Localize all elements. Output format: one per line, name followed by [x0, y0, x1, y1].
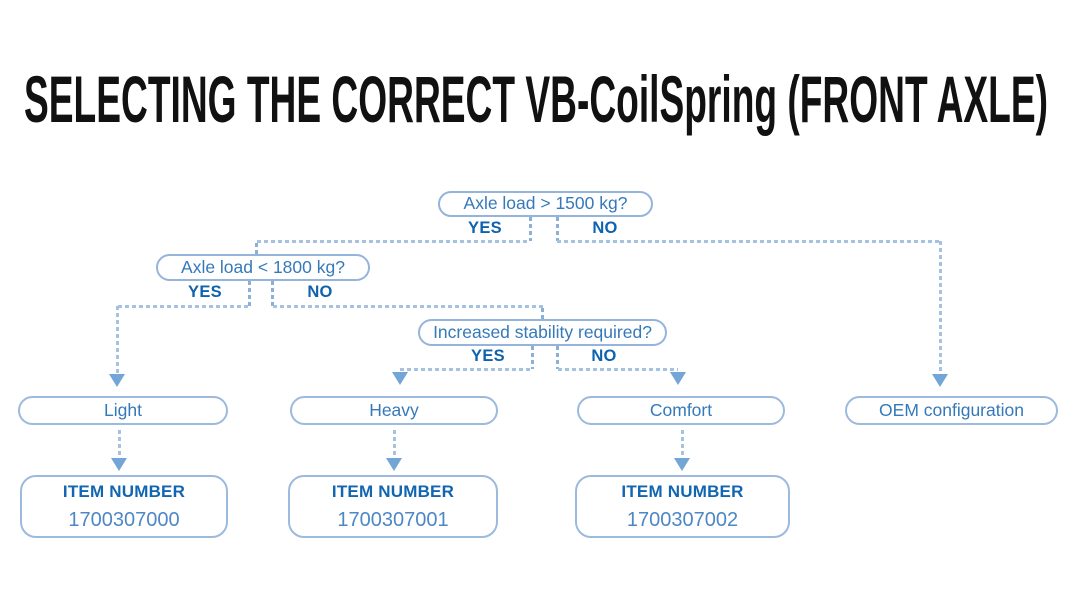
arrowhead-to-heavy	[392, 372, 408, 385]
page-title: SELECTING THE CORRECT VB-CoilSpring (FRO…	[24, 66, 1048, 136]
connector-light-to-item	[118, 430, 121, 460]
connector-d1-no-stub	[556, 217, 559, 241]
item-number-value: 1700307000	[68, 508, 180, 531]
yes-label-decision-1: YES	[468, 219, 502, 237]
item-number-value: 1700307001	[337, 508, 449, 531]
arrowhead-to-comfort	[670, 372, 686, 385]
decision-box-increased-stability: Increased stability required?	[418, 319, 667, 346]
outcome-box-oem-configuration: OEM configuration	[845, 396, 1058, 425]
item-card-light: ITEM NUMBER 1700307000	[20, 475, 228, 538]
outcome-box-heavy: Heavy	[290, 396, 498, 425]
no-label-decision-3: NO	[591, 347, 617, 365]
outcome-label: Comfort	[649, 399, 713, 420]
connector-d3-yes-line	[400, 368, 533, 371]
arrowhead-to-item-3	[674, 458, 690, 471]
connector-d2-yes-drop-light	[116, 306, 119, 374]
outcome-box-comfort: Comfort	[577, 396, 785, 425]
connector-d1-no-drop-oem	[939, 241, 942, 376]
connector-comfort-to-item	[681, 430, 684, 460]
connector-d3-yes-stub	[531, 346, 534, 369]
connector-d2-no-stub	[271, 281, 274, 306]
decision-question: Axle load < 1800 kg?	[181, 256, 345, 277]
connector-d2-no-drop	[541, 308, 544, 320]
arrowhead-to-item-1	[111, 458, 127, 471]
no-label-decision-1: NO	[592, 219, 618, 237]
decision-question: Axle load > 1500 kg?	[463, 193, 628, 214]
connector-heavy-to-item	[393, 430, 396, 460]
connector-d2-yes-stub	[248, 281, 251, 306]
item-number-heading: ITEM NUMBER	[62, 481, 186, 501]
arrowhead-to-light	[109, 374, 125, 387]
outcome-label: OEM configuration	[879, 399, 1024, 420]
arrowhead-to-item-2	[386, 458, 402, 471]
connector-d3-no-stub	[556, 346, 559, 369]
page-title-graphic: SELECTING THE CORRECT VB-CoilSpring (FRO…	[24, 66, 1048, 136]
connector-d1-yes-drop	[255, 243, 258, 255]
item-card-comfort: ITEM NUMBER 1700307002	[575, 475, 790, 538]
arrowhead-to-oem	[932, 374, 948, 387]
yes-label-decision-3: YES	[471, 347, 505, 365]
item-number-heading: ITEM NUMBER	[621, 481, 744, 501]
item-number-heading: ITEM NUMBER	[331, 481, 455, 501]
item-number-value: 1700307002	[626, 508, 739, 531]
decision-box-axle-load-1800: Axle load < 1800 kg?	[156, 254, 370, 281]
connector-d2-no-line	[273, 305, 543, 308]
outcome-label: Light	[104, 399, 142, 420]
decision-question: Increased stability required?	[433, 321, 652, 342]
decision-box-axle-load-1500: Axle load > 1500 kg?	[438, 191, 653, 217]
item-card-heavy: ITEM NUMBER 1700307001	[288, 475, 498, 538]
yes-label-decision-2: YES	[188, 283, 222, 301]
outcome-box-light: Light	[18, 396, 228, 425]
outcome-label: Heavy	[369, 399, 419, 420]
connector-d1-no-line	[557, 240, 941, 243]
no-label-decision-2: NO	[307, 283, 333, 301]
connector-d3-no-line	[558, 368, 678, 371]
connector-d2-yes-line	[118, 305, 250, 308]
connector-d1-yes-stub	[529, 217, 532, 241]
connector-d1-yes-line	[257, 240, 530, 243]
